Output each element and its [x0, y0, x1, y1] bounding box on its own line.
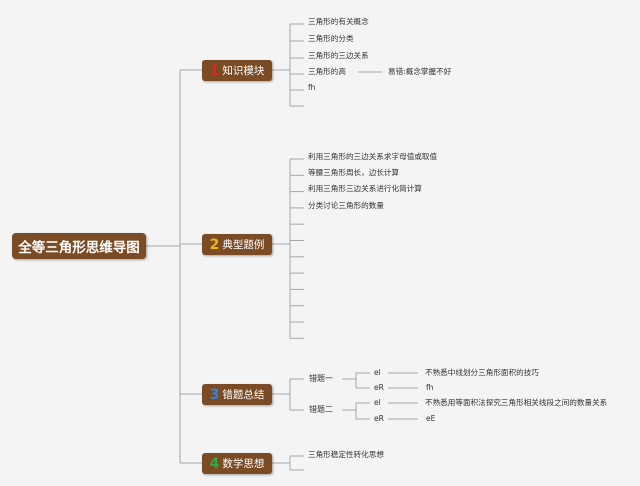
error-entry-text[interactable]: 不熟悉中线划分三角形面积的技巧	[425, 368, 539, 377]
leaf-item[interactable]: 分类讨论三角形的数量	[308, 201, 384, 210]
root-label: 全等三角形思维导图	[18, 240, 140, 256]
error-entry-text[interactable]: eE	[426, 414, 436, 423]
error-entry-key[interactable]: el	[374, 368, 381, 377]
error-entry-text[interactable]: 不熟悉用等面积法探究三角形相关线段之间的数量关系	[425, 398, 608, 407]
error-entry-key[interactable]: eR	[374, 414, 384, 423]
branch-label: 知识模块	[222, 65, 265, 77]
error-entry-key[interactable]: el	[374, 398, 381, 407]
leaf-item[interactable]: fh	[308, 83, 316, 92]
branch-label: 典型题例	[222, 239, 265, 251]
branch-number-4: 4	[209, 455, 220, 472]
root-node[interactable]: 全等三角形思维导图	[12, 233, 146, 259]
error-group-2-label[interactable]: 错题二	[309, 405, 333, 414]
leaf-item[interactable]: 利用三角形三边关系进行化简计算	[308, 184, 422, 193]
branch-label: 数学思想	[222, 458, 265, 470]
branch-typical-examples[interactable]: 2 典型题例	[202, 234, 272, 255]
leaf-item[interactable]: 利用三角形的三边关系求字母值或取值	[308, 152, 438, 161]
leaf-item[interactable]: 三角形稳定性转化思想	[308, 450, 384, 459]
leaf-item[interactable]: 三角形的高	[308, 67, 346, 76]
branch-number-2: 2	[209, 236, 220, 253]
leaf-subitem[interactable]: 易错:概念掌握不好	[388, 67, 452, 76]
branch-knowledge-module[interactable]: 1 知识模块	[202, 60, 272, 81]
leaf-item[interactable]: 三角形的三边关系	[308, 51, 369, 60]
branch-label: 错题总结	[222, 389, 265, 401]
error-entry-text[interactable]: fh	[426, 383, 434, 392]
error-entry-key[interactable]: eR	[374, 383, 384, 392]
branch-math-thinking[interactable]: 4 数学思想	[202, 453, 272, 474]
leaf-item[interactable]: 等腰三角形周长，边长计算	[308, 168, 400, 177]
branch-number-3: 3	[209, 386, 220, 403]
branch-number-1: 1	[209, 62, 220, 79]
branch-error-summary[interactable]: 3 错题总结	[202, 384, 272, 405]
error-group-1-label[interactable]: 错题一	[309, 374, 333, 383]
leaf-item[interactable]: 三角形的分类	[308, 34, 354, 43]
leaf-item[interactable]: 三角形的有关概念	[308, 17, 369, 26]
